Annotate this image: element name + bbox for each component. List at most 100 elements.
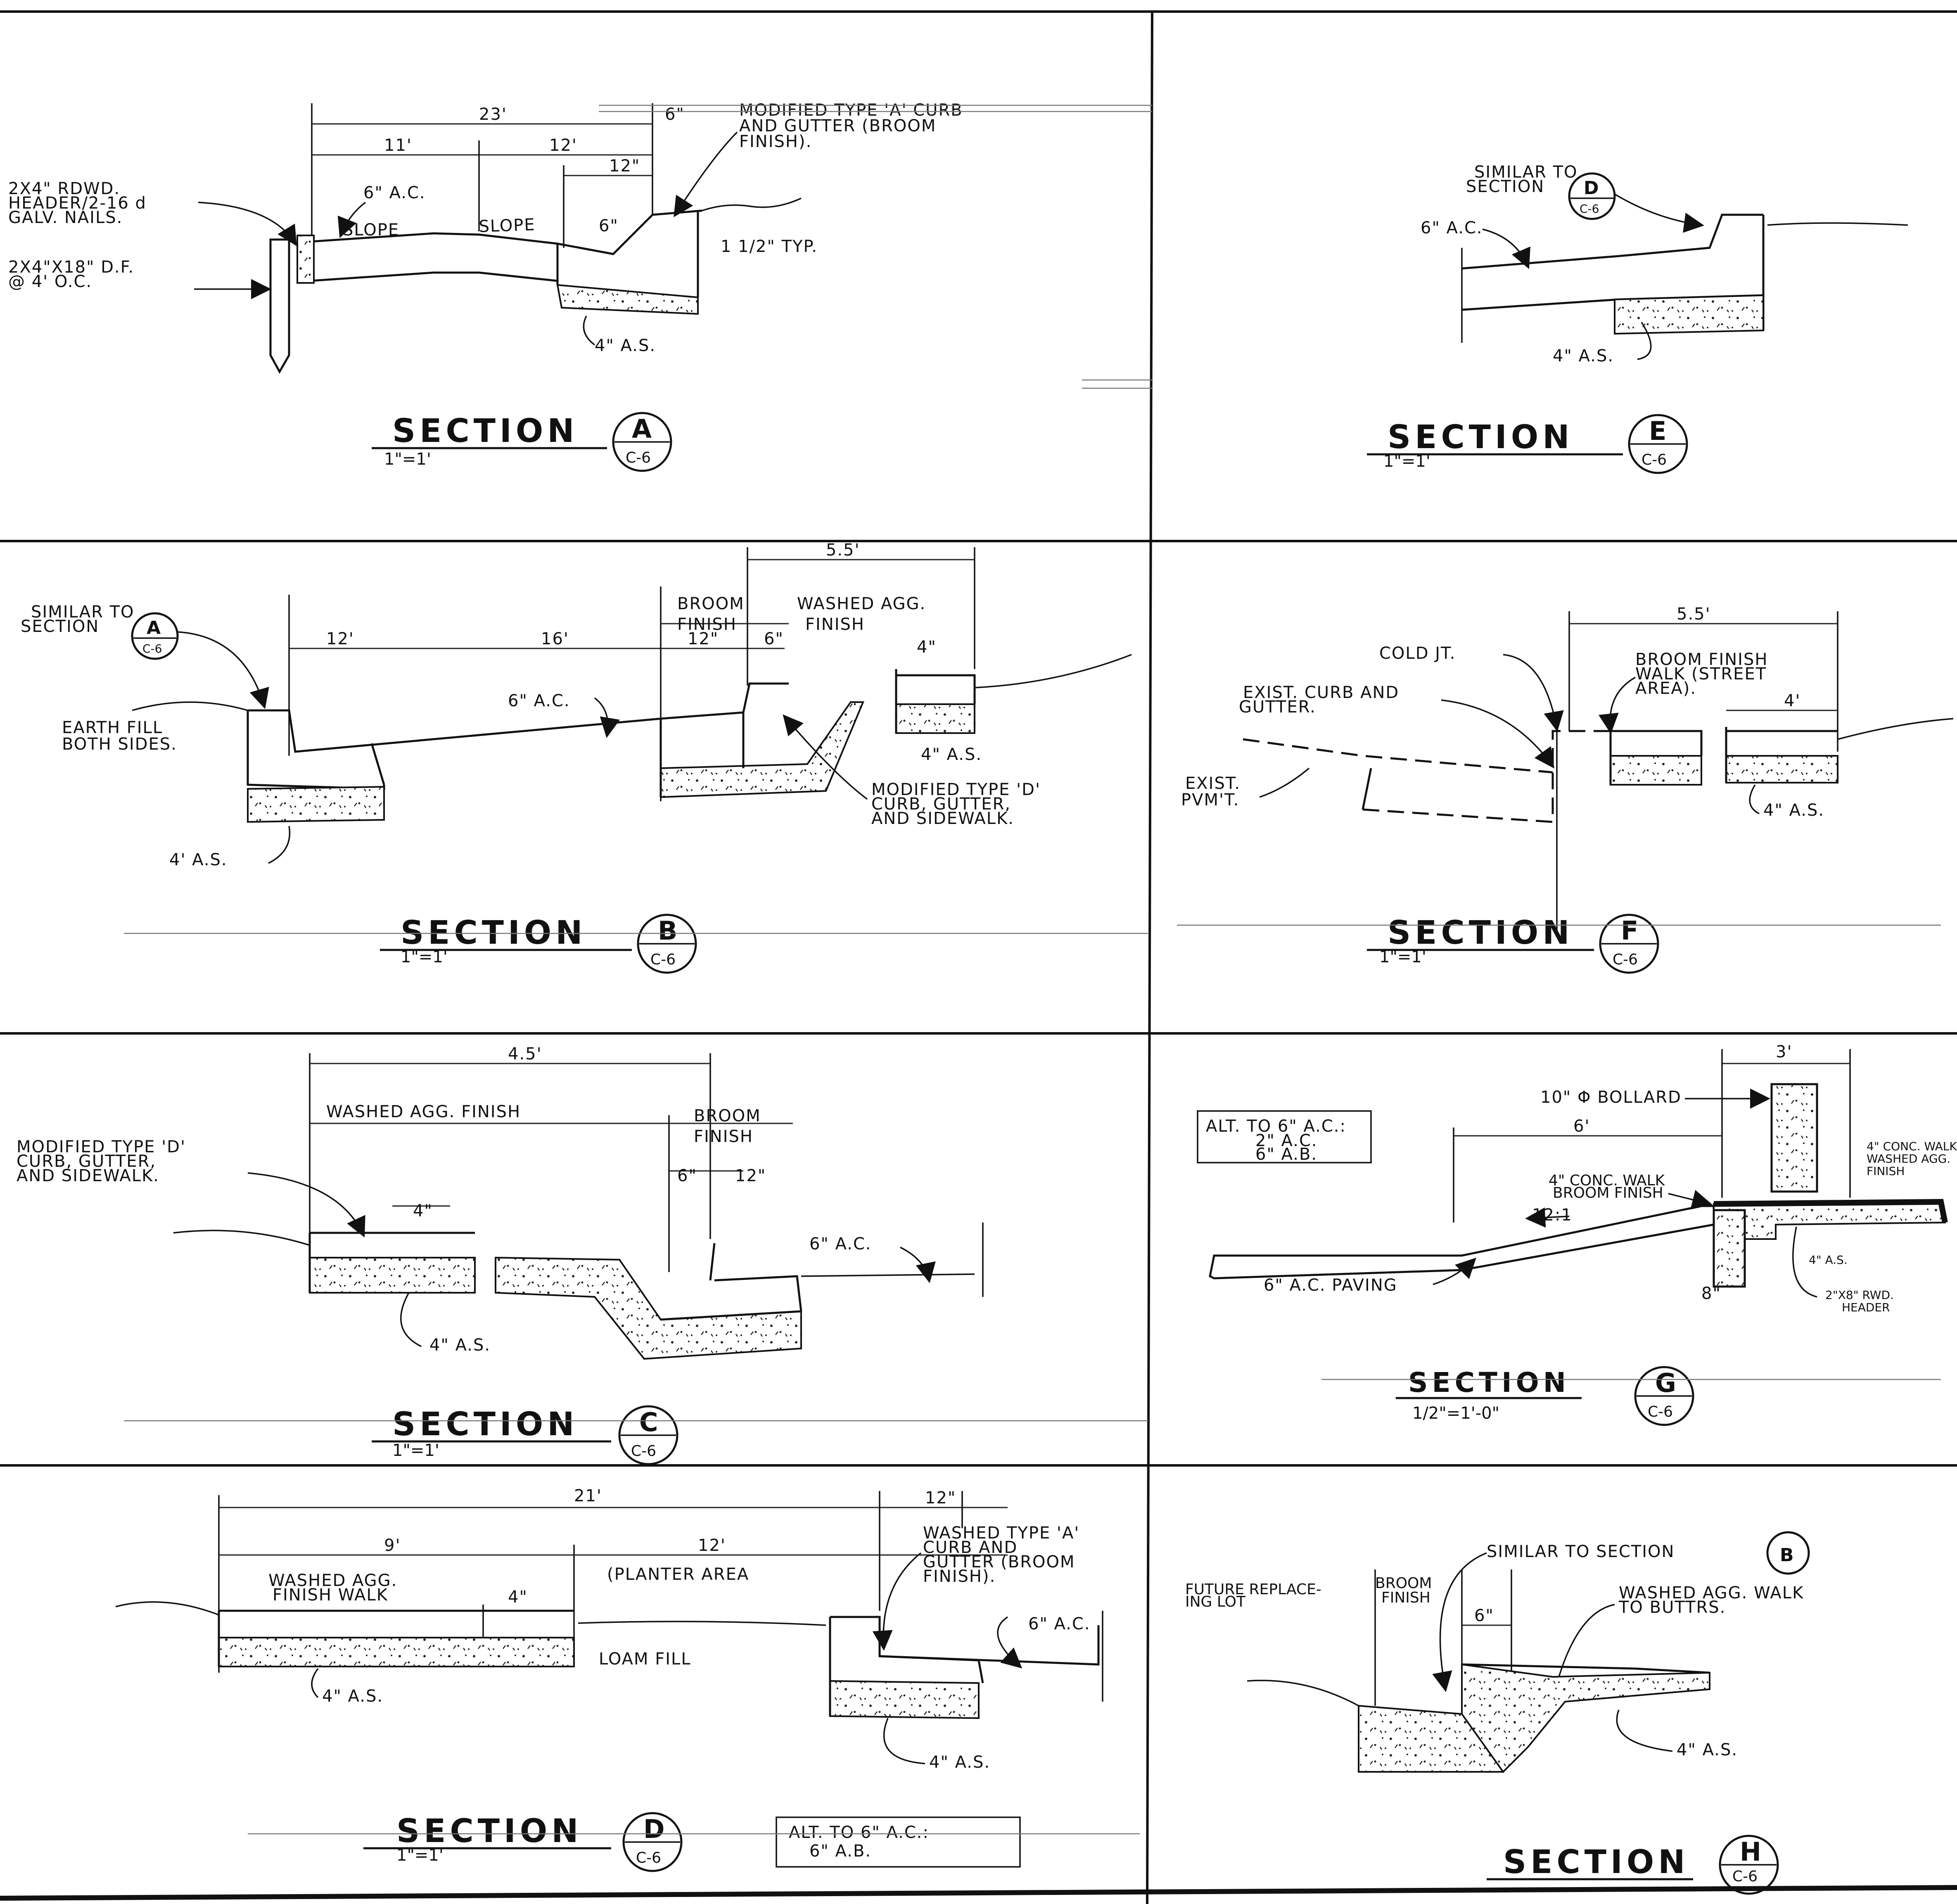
drafting-guide-lines [124,104,1941,1835]
ac-label: 6" A.C. [1421,218,1483,237]
section-marker [612,412,672,472]
sheet-grid [0,10,1957,1904]
section-a: 23' 11' 12' 6" 12" 6" 1 1/2" TYP. SLOPE … [8,101,969,472]
section-b: 5.5' 12' 16' 12" 6" 4" BROOM FINISH WASH… [21,541,1132,974]
dim-overall: 4.5' [508,1045,542,1064]
planter-label: (PLANTER AREA [607,1565,749,1584]
as-right-label: 4" A.S. [921,745,982,764]
stake [269,238,290,374]
sheet-ref: C-6 [636,1849,661,1866]
dim-overall: 5.5' [826,541,860,560]
section-letter: E [1649,416,1666,446]
sheet-ref: C-6 [1613,951,1638,968]
washed-note: WASHED AGG. WALK TO BUTTRS. [1618,1584,1810,1617]
section-marker [1599,914,1659,974]
section-title: SECTION [392,413,579,450]
section-letter: C [639,1407,658,1437]
section-marker [1719,1835,1779,1895]
loam-fill-label: LOAM FILL [599,1650,691,1669]
as-right-label: 4" A.S. [929,1753,990,1772]
scale-label: 1"=1' [1379,947,1426,966]
dim-curb-height: 6" [599,216,619,235]
dim-curb-top: 6" [665,105,685,124]
dim-overall: 23' [479,105,507,124]
sheet-ref: C-6 [1642,451,1667,468]
cold-joint-label: COLD JT. [1379,644,1456,663]
section-g: ALT. TO 6" A.C.: 2" A.C. 6" A.B. 3' 6' 1… [1197,1042,1957,1426]
section-title: SECTION [1503,1844,1689,1881]
scale-label: 1"=1' [392,1441,439,1460]
scale-label: 1"=1' [401,947,448,966]
broom-walk-note: 4" CONC. WALK BROOM FINISH [1549,1172,1670,1201]
section-title: SECTION [1408,1367,1570,1398]
scale-label: 1"=1' [396,1846,444,1865]
dim-lip: 1 1/2" TYP. [721,237,818,256]
washed-label: WASHED AGG. FINISH [326,1102,521,1121]
section-marker [1628,414,1688,474]
section-letter: F [1621,916,1638,946]
sheet-ref: C-6 [631,1443,656,1460]
scale-label: 1"=1' [384,450,431,469]
bollard [1770,1083,1818,1193]
similar-note: SIMILAR TO SECTION [1466,163,1584,196]
dim-16: 16' [541,629,569,648]
curb-note: MODIFIED TYPE 'A' CURB AND GUTTER (BROOM… [739,101,969,151]
section-letter: G [1655,1368,1676,1398]
section-marker [618,1405,678,1465]
curb-note: WASHED TYPE 'A' CURB AND GUTTER (BROOM F… [923,1524,1086,1586]
similar-sheet: C-6 [1580,202,1599,216]
as-label: 4" A.S. [1553,347,1614,366]
dim-12in: 12" [925,1489,956,1508]
dim-4: 4' [1784,691,1800,710]
dim-8in: 8" [1701,1284,1721,1303]
scale-label: 1"=1' [1383,452,1430,471]
section-letter: D [643,1814,664,1844]
section-e: SIMILAR TO SECTION D C-6 6" A.C. 4" A.S.… [1367,163,1908,474]
rwd-header [1713,1209,1746,1288]
similar-letter: D [1584,178,1599,199]
dim-right: 12' [549,136,577,155]
alt-note: ALT. TO 6" A.C.: 6" A.B. [789,1823,935,1861]
broom-label: BROOM FINISH [694,1106,767,1146]
section-f: 5.5' 4' COLD JT. EXIST. CURB AND GUTTER.… [1181,605,1954,974]
dim-4in: 4" [413,1201,433,1220]
section-title: SECTION [1388,914,1574,952]
curb-note: MODIFIED TYPE 'D' CURB, GUTTER, AND SIDE… [17,1137,192,1185]
section-marker [622,1812,683,1872]
walk-note: BROOM FINISH WALK (STREET AREA). [1635,650,1774,698]
future-note: FUTURE REPLACE- ING LOT [1185,1581,1326,1610]
sheet-ref: C-6 [1732,1868,1758,1885]
dim-4in: 4" [917,638,937,657]
section-title: SECTION [396,1813,583,1850]
broom-label: BROOM FINISH [677,594,750,634]
slope-label: 12:1 [1532,1206,1573,1225]
exist-pvmt-note: EXIST. PVM'T. [1181,774,1247,810]
section-marker [1634,1366,1694,1426]
as-label: 4" A.S. [1809,1253,1848,1267]
dim-overall: 21' [574,1486,602,1505]
bollard-label: 10" Φ BOLLARD [1540,1088,1682,1107]
alt-box [1197,1110,1372,1163]
dim-overall: 5.5' [1677,605,1711,624]
section-c: 4.5' 4" 6" 12" WASHED AGG. FINISH BROOM … [17,1045,984,1465]
as-label: 4" A.S. [1763,801,1824,820]
dim-12in: 12" [688,629,719,648]
alt-box [776,1816,1021,1868]
header-note: 2X4" RDWD. HEADER/2-16 d GALV. NAILS. [8,179,153,227]
slope-label: SLOPE [479,215,536,236]
header-note: 2"X8" RWD. HEADER [1825,1288,1898,1314]
ac-label: 6" A.C. [363,183,426,202]
dim-12: 12' [326,629,354,648]
scale-label: 1/2"=1'-0" [1412,1404,1499,1423]
as-label: 4" A.S. [429,1336,491,1355]
ac-label: 6" A.C. [1028,1614,1091,1633]
ac-label: 6" A.C. [508,691,570,710]
similar-letter: A [147,617,161,639]
dim-4in: 4" [508,1588,528,1607]
paving-label: 6" A.C. PAVING [1264,1276,1397,1295]
dim-9: 9' [384,1536,401,1555]
dim-6: 6' [1573,1117,1590,1136]
dim-12in: 12" [735,1166,766,1185]
section-h: SIMILAR TO SECTION B FUTURE REPLACE- ING… [1185,1531,1810,1895]
